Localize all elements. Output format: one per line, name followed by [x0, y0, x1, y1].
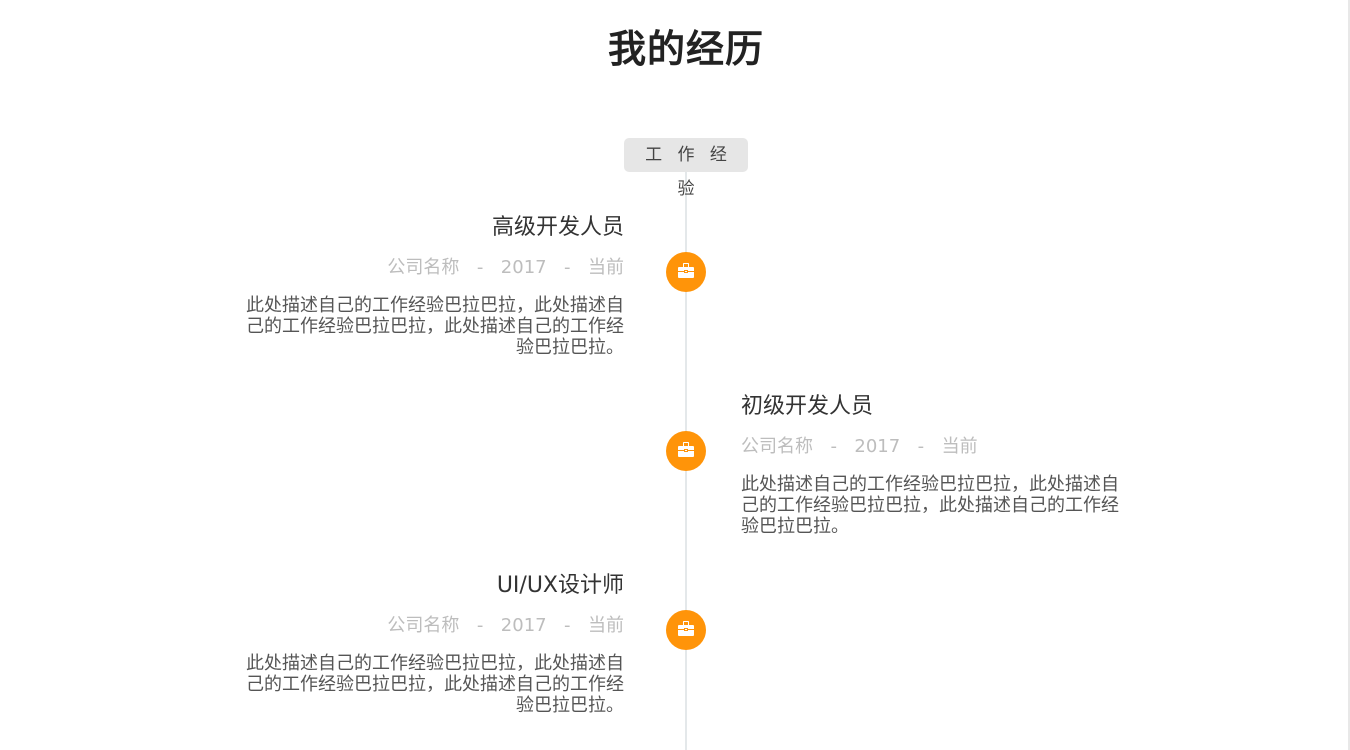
section-badge-work-experience: 工 作 经 验 [624, 138, 748, 199]
timeline-dot [666, 252, 706, 292]
timeline-dot [666, 610, 706, 650]
entry-title: 初级开发人员 [741, 394, 874, 419]
timeline-dot [666, 431, 706, 471]
briefcase-icon [678, 263, 694, 278]
entry-description: 此处描述自己的工作经验巴拉巴拉，此处描述自己的工作经验巴拉巴拉，此处描述自己的工… [246, 295, 624, 358]
entry-title: UI/UX设计师 [496, 573, 624, 598]
entry-description: 此处描述自己的工作经验巴拉巴拉，此处描述自己的工作经验巴拉巴拉，此处描述自己的工… [741, 474, 1119, 537]
entry-description: 此处描述自己的工作经验巴拉巴拉，此处描述自己的工作经验巴拉巴拉，此处描述自己的工… [246, 653, 624, 716]
entry-meta: 公司名称 - 2017 - 当前 [387, 257, 624, 278]
entry-meta: 公司名称 - 2017 - 当前 [387, 615, 624, 636]
scrollbar-track[interactable] [1348, 0, 1350, 750]
timeline-entry: 初级开发人员 公司名称 - 2017 - 当前 此处描述自己的工作经验巴拉巴拉，… [741, 392, 1121, 537]
briefcase-icon [678, 442, 694, 457]
timeline-entry: 高级开发人员 公司名称 - 2017 - 当前 此处描述自己的工作经验巴拉巴拉，… [244, 213, 624, 358]
entry-meta: 公司名称 - 2017 - 当前 [741, 436, 978, 457]
timeline-entry: UI/UX设计师 公司名称 - 2017 - 当前 此处描述自己的工作经验巴拉巴… [244, 571, 624, 716]
briefcase-icon [678, 621, 694, 636]
page-title: 我的经历 [607, 27, 764, 71]
entry-title: 高级开发人员 [491, 215, 624, 240]
